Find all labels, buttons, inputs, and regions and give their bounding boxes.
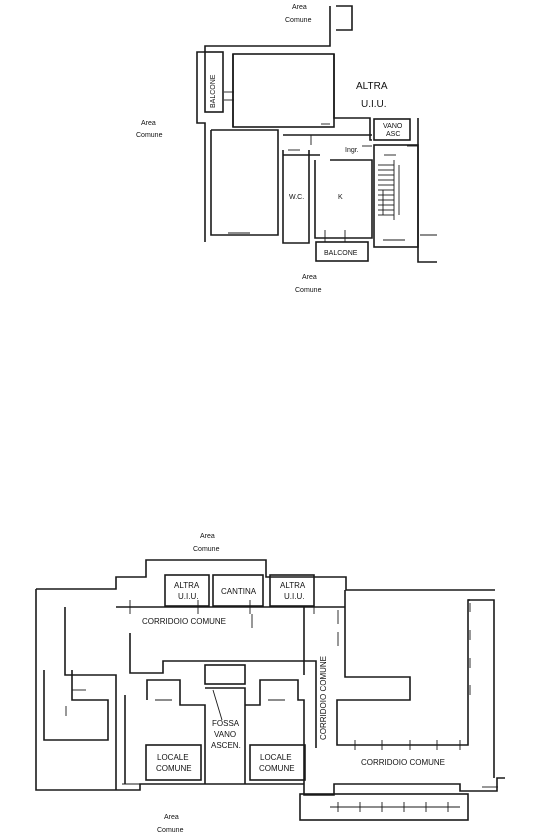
- stair-treads: [378, 154, 400, 220]
- upper-top-right-wall: [336, 5, 353, 31]
- balcone-bottom-outline: [315, 241, 369, 262]
- upper-area-bottom-line2: Comune: [295, 287, 322, 294]
- corridoio-comune-top: CORRIDOIO COMUNE: [142, 617, 226, 626]
- altra-uiu-left-line2: U.I.U.: [178, 592, 198, 601]
- upper-floor-plan: Area Comune Area Comune Area Comune ALTR…: [136, 4, 437, 294]
- upper-area-top-line1: Area: [292, 4, 307, 11]
- corridoio-comune-vertical: CORRIDOIO COMUNE: [319, 656, 328, 740]
- upper-lower-left-room: [210, 129, 279, 236]
- lower-terrace: [299, 793, 469, 821]
- corridor-left-inner: [64, 607, 117, 790]
- upper-right-outer-wall: [417, 118, 437, 263]
- fossa-box-top: [204, 664, 246, 685]
- ingresso-label: Ingr.: [345, 147, 359, 154]
- balcone-left-label: BALCONE: [210, 74, 217, 108]
- fossa-label-leader: [212, 689, 223, 721]
- upper-area-top-line2: Comune: [285, 17, 312, 24]
- altra-uiu-right-room: [269, 574, 315, 607]
- altra-uiu-right-line2: U.I.U.: [284, 592, 304, 601]
- vano-asc-line2: ASC: [386, 131, 400, 138]
- vano-asc-box: [373, 118, 411, 141]
- lower-right-side: [468, 599, 495, 778]
- locale-comune-right-line2: COMUNE: [259, 764, 295, 773]
- upper-main-room: [232, 53, 335, 128]
- kitchen-label: K: [338, 194, 343, 201]
- upper-right-block: [333, 54, 372, 141]
- upper-door-ticks: [224, 91, 418, 242]
- wc-label: W.C.: [289, 194, 304, 201]
- upper-k-room: [314, 159, 373, 239]
- upper-area-bottom-line1: Area: [302, 274, 317, 281]
- lower-outer-wall: [36, 559, 495, 591]
- locale-comune-left-box: [145, 744, 202, 781]
- upper-wc-room: [282, 150, 310, 244]
- lower-door-ticks: [65, 600, 498, 788]
- cantina-room: [212, 574, 264, 607]
- locale-comune-left-line1: LOCALE: [157, 753, 189, 762]
- balcone-bottom-label: BALCONE: [324, 250, 358, 257]
- balcone-left-outline: [204, 51, 224, 113]
- altra-uiu-left-room: [164, 574, 210, 607]
- vertical-corridor-walls: [303, 607, 317, 748]
- corridoio-comune-bottom: CORRIDOIO COMUNE: [361, 758, 445, 767]
- lower-area-bottom-line1: Area: [164, 814, 179, 821]
- lower-right-block: [303, 777, 505, 796]
- locale-comune-left-line2: COMUNE: [156, 764, 192, 773]
- upper-altra-line1: ALTRA: [356, 81, 388, 92]
- locale-comune-right-box: [249, 744, 306, 781]
- fossa-vano-line2: VANO: [214, 730, 236, 739]
- vano-asc-line1: VANO: [383, 123, 403, 130]
- upper-area-left-line1: Area: [141, 120, 156, 127]
- central-left-walls: [146, 679, 206, 784]
- vertical-corridor-right: [336, 590, 470, 746]
- locale-comune-right-line1: LOCALE: [260, 753, 292, 762]
- lower-floor-plan: Area Comune Area Comune ALTRA U.I.U. CAN…: [35, 533, 505, 834]
- fossa-vano-line1: FOSSA: [212, 719, 240, 728]
- lower-area-top-line2: Comune: [193, 546, 220, 553]
- central-right-walls: [245, 679, 305, 784]
- upper-top-wall: [196, 6, 331, 242]
- lower-left-block: [43, 670, 109, 741]
- altra-uiu-right-line1: ALTRA: [280, 581, 306, 590]
- lower-bottom-outer-wall: [112, 783, 304, 791]
- corridor-lower-wall: [129, 633, 305, 675]
- upper-altra-line2: U.I.U.: [361, 99, 387, 110]
- staircase-outline: [373, 144, 419, 248]
- lower-area-top-line1: Area: [200, 533, 215, 540]
- fossa-vano-ascen-room: [205, 687, 246, 784]
- lower-area-bottom-line2: Comune: [157, 827, 184, 834]
- upper-area-left-line2: Comune: [136, 132, 163, 139]
- altra-uiu-left-line1: ALTRA: [174, 581, 200, 590]
- lower-left-outer-wall: [35, 589, 112, 791]
- fossa-vano-line3: ASCEN.: [211, 741, 241, 750]
- cantina-label: CANTINA: [221, 587, 257, 596]
- terrace-railing-posts: [337, 802, 449, 812]
